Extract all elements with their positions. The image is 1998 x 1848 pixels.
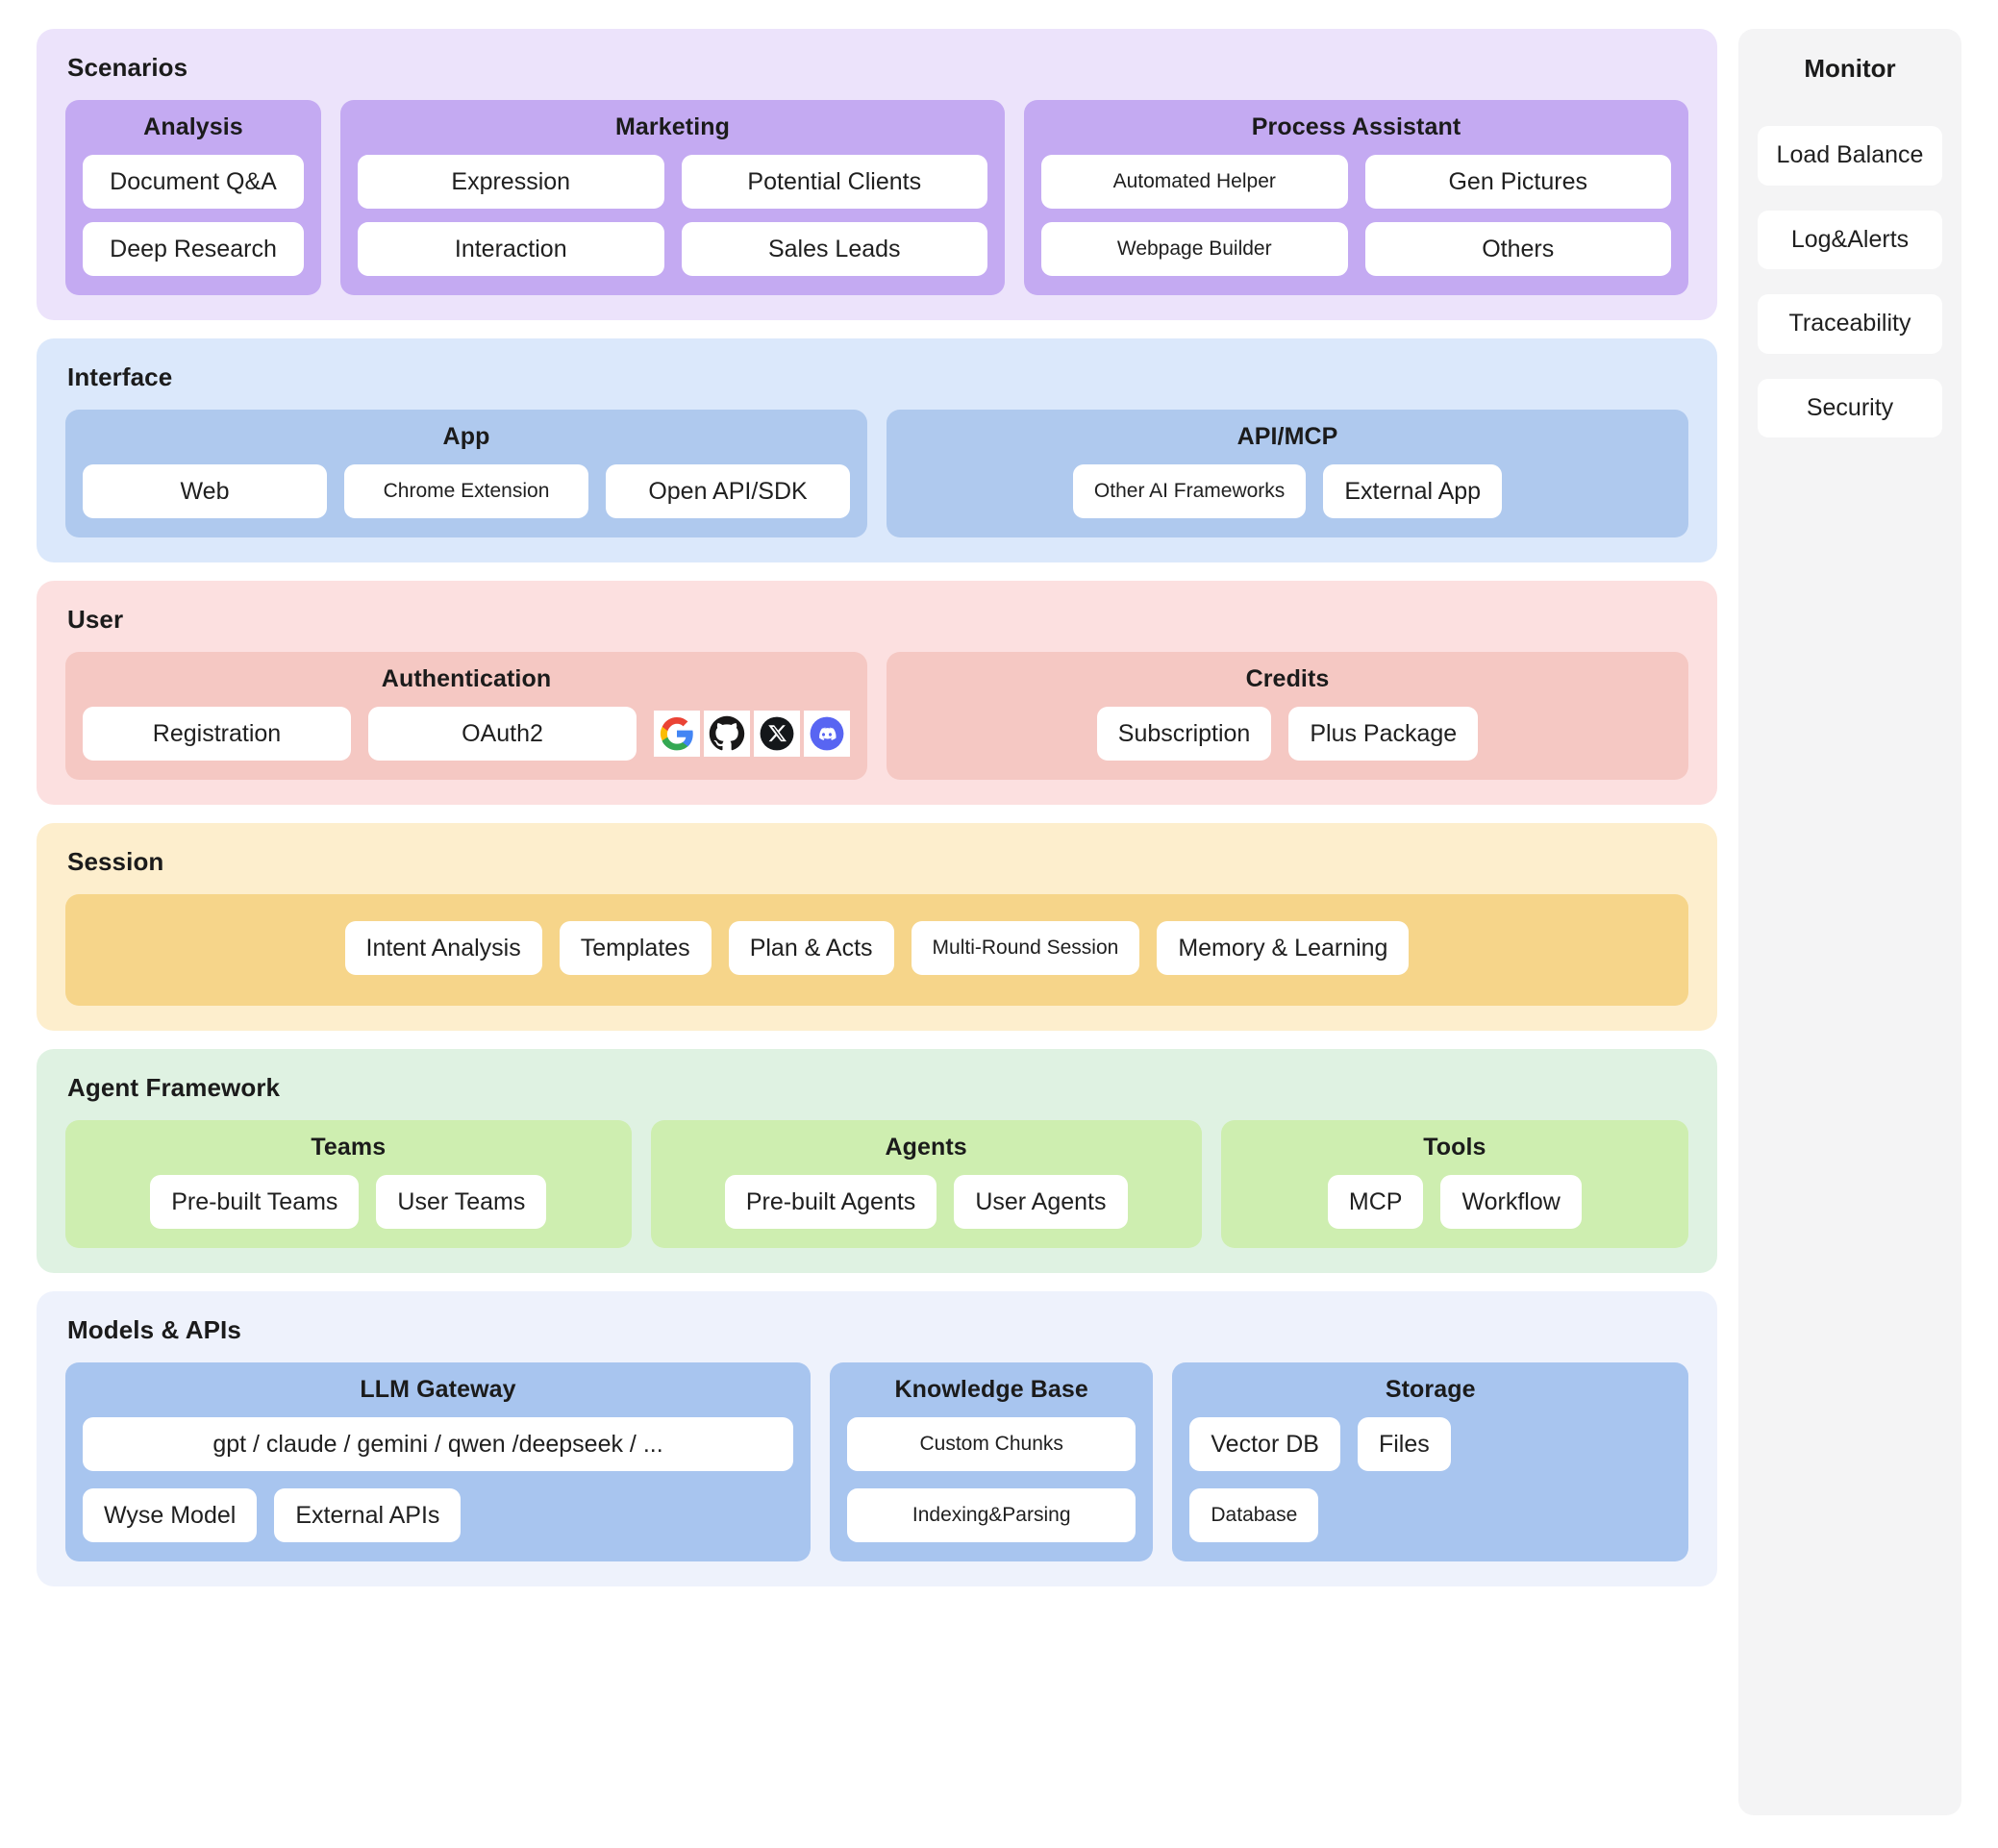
chip-webpage-builder[interactable]: Webpage Builder — [1041, 222, 1348, 276]
chip-user-teams[interactable]: User Teams — [376, 1175, 547, 1229]
google-icon[interactable] — [654, 711, 700, 757]
group-agents: Agents Pre-built Agents User Agents — [650, 1120, 1202, 1248]
chip-user-agents[interactable]: User Agents — [954, 1175, 1128, 1229]
group-title-api-mcp: API/MCP — [1236, 423, 1338, 450]
layer-user: User Authentication Registration OAuth2 — [37, 581, 1717, 805]
chip-deep-research[interactable]: Deep Research — [83, 222, 304, 276]
chip-interaction[interactable]: Interaction — [358, 222, 664, 276]
group-title-marketing: Marketing — [615, 113, 730, 140]
layer-title-models-and-apis: Models & APIs — [67, 1315, 241, 1344]
chip-others[interactable]: Others — [1364, 222, 1671, 276]
chip-web[interactable]: Web — [83, 464, 327, 518]
chip-wyse-model[interactable]: Wyse Model — [83, 1488, 258, 1542]
chip-templates[interactable]: Templates — [559, 921, 712, 975]
group-title-knowledge-base: Knowledge Base — [894, 1376, 1088, 1403]
layer-stack: Scenarios Analysis Document Q&A Deep Res… — [37, 29, 1717, 1815]
chip-files[interactable]: Files — [1357, 1417, 1451, 1471]
discord-icon[interactable] — [804, 711, 850, 757]
group-storage: Storage Vector DB Files Database — [1172, 1362, 1689, 1561]
chip-gen-pictures[interactable]: Gen Pictures — [1364, 155, 1671, 209]
layer-title-session: Session — [67, 847, 164, 876]
group-title-storage: Storage — [1385, 1376, 1476, 1403]
chip-document-qa[interactable]: Document Q&A — [83, 155, 304, 209]
layer-agent-framework: Agent Framework Teams Pre-built Teams Us… — [37, 1049, 1717, 1273]
group-process-assistant: Process Assistant Automated Helper Gen P… — [1024, 100, 1688, 295]
monitor-item-load-balance[interactable]: Load Balance — [1758, 126, 1942, 186]
group-title-tools: Tools — [1423, 1134, 1486, 1161]
layer-title-scenarios: Scenarios — [67, 53, 188, 82]
group-title-analysis: Analysis — [143, 113, 243, 140]
layer-session: Session Intent Analysis Templates Plan &… — [37, 823, 1717, 1031]
chip-memory-and-learning[interactable]: Memory & Learning — [1157, 921, 1410, 975]
chip-vector-db[interactable]: Vector DB — [1189, 1417, 1340, 1471]
chip-open-api-sdk[interactable]: Open API/SDK — [606, 464, 850, 518]
group-title-credits: Credits — [1245, 665, 1330, 692]
social-login-icons — [654, 707, 850, 761]
chip-automated-helper[interactable]: Automated Helper — [1041, 155, 1348, 209]
chip-chrome-extension[interactable]: Chrome Extension — [344, 464, 588, 518]
x-twitter-icon[interactable] — [754, 711, 800, 757]
layer-models-and-apis: Models & APIs LLM Gateway gpt / claude /… — [37, 1291, 1717, 1586]
monitor-item-security[interactable]: Security — [1758, 378, 1942, 437]
group-marketing: Marketing Expression Potential Clients I… — [340, 100, 1005, 295]
chip-workflow[interactable]: Workflow — [1440, 1175, 1582, 1229]
group-api-mcp: API/MCP Other AI Frameworks External App — [887, 410, 1688, 537]
monitor-item-log-and-alerts[interactable]: Log&Alerts — [1758, 210, 1942, 269]
chip-pre-built-agents[interactable]: Pre-built Agents — [724, 1175, 937, 1229]
chip-external-apis[interactable]: External APIs — [274, 1488, 462, 1542]
chip-model-list[interactable]: gpt / claude / gemini / qwen /deepseek /… — [83, 1417, 794, 1471]
chip-other-ai-frameworks[interactable]: Other AI Frameworks — [1072, 464, 1307, 518]
chip-registration[interactable]: Registration — [83, 707, 351, 761]
group-authentication: Authentication Registration OAuth2 — [65, 652, 867, 780]
layer-title-user: User — [67, 605, 124, 634]
group-title-app: App — [442, 423, 490, 450]
chip-mcp[interactable]: MCP — [1327, 1175, 1424, 1229]
chip-potential-clients[interactable]: Potential Clients — [681, 155, 987, 209]
chip-database[interactable]: Database — [1189, 1488, 1319, 1542]
chip-sales-leads[interactable]: Sales Leads — [681, 222, 987, 276]
chip-indexing-and-parsing[interactable]: Indexing&Parsing — [847, 1488, 1136, 1542]
monitor-item-traceability[interactable]: Traceability — [1758, 294, 1942, 354]
chip-pre-built-teams[interactable]: Pre-built Teams — [150, 1175, 360, 1229]
group-tools: Tools MCP Workflow — [1220, 1120, 1688, 1248]
chip-intent-analysis[interactable]: Intent Analysis — [344, 921, 542, 975]
chip-custom-chunks[interactable]: Custom Chunks — [847, 1417, 1136, 1471]
group-teams: Teams Pre-built Teams User Teams — [65, 1120, 632, 1248]
layer-scenarios: Scenarios Analysis Document Q&A Deep Res… — [37, 29, 1717, 320]
group-credits: Credits Subscription Plus Package — [887, 652, 1688, 780]
chip-external-app[interactable]: External App — [1323, 464, 1503, 518]
chip-plus-package[interactable]: Plus Package — [1288, 707, 1479, 761]
chip-expression[interactable]: Expression — [358, 155, 664, 209]
layer-title-interface: Interface — [67, 362, 173, 391]
group-app: App Web Chrome Extension Open API/SDK — [65, 410, 867, 537]
chip-multi-round-session[interactable]: Multi-Round Session — [911, 921, 1140, 975]
group-session-capabilities: Intent Analysis Templates Plan & Acts Mu… — [65, 894, 1688, 1006]
layer-title-agent-framework: Agent Framework — [67, 1073, 281, 1102]
group-llm-gateway: LLM Gateway gpt / claude / gemini / qwen… — [65, 1362, 812, 1561]
github-icon[interactable] — [704, 711, 750, 757]
chip-plan-and-acts[interactable]: Plan & Acts — [728, 921, 894, 975]
group-title-teams: Teams — [311, 1134, 387, 1161]
group-title-agents: Agents — [885, 1134, 967, 1161]
group-title-llm-gateway: LLM Gateway — [360, 1376, 516, 1403]
group-title-process-assistant: Process Assistant — [1251, 113, 1461, 140]
chip-oauth2[interactable]: OAuth2 — [368, 707, 637, 761]
layer-interface: Interface App Web Chrome Extension Open … — [37, 338, 1717, 562]
group-analysis: Analysis Document Q&A Deep Research — [65, 100, 321, 295]
chip-subscription[interactable]: Subscription — [1096, 707, 1272, 761]
monitor-panel: Monitor Load Balance Log&Alerts Traceabi… — [1738, 29, 1961, 1815]
group-title-authentication: Authentication — [381, 665, 552, 692]
group-knowledge-base: Knowledge Base Custom Chunks Indexing&Pa… — [830, 1362, 1154, 1561]
monitor-title: Monitor — [1804, 54, 1896, 83]
